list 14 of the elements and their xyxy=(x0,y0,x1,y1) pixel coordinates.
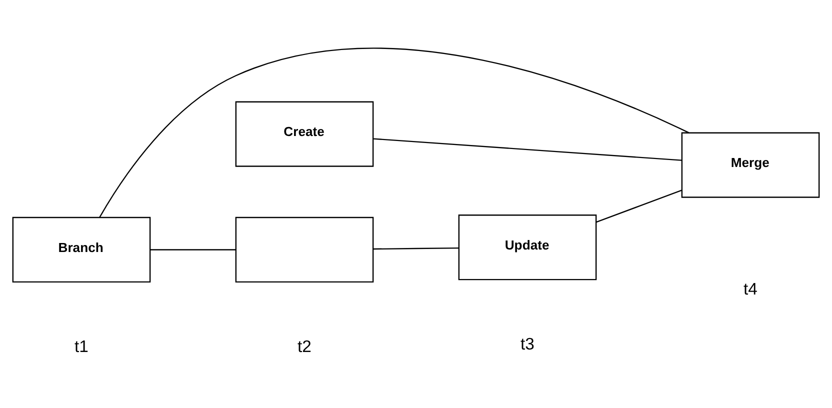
connector xyxy=(374,138,682,160)
node-box: Branch xyxy=(12,216,151,282)
connector xyxy=(373,246,459,250)
connector xyxy=(596,189,682,222)
label: t2 xyxy=(298,336,312,356)
node-box: Update xyxy=(458,214,597,280)
connector xyxy=(99,48,689,217)
node-box: Merge xyxy=(681,132,820,198)
connector xyxy=(150,248,236,250)
label: t4 xyxy=(744,279,758,298)
label: t1 xyxy=(74,336,88,356)
node-box xyxy=(235,216,374,282)
label: t3 xyxy=(520,334,534,354)
node-box: Create xyxy=(235,100,374,166)
